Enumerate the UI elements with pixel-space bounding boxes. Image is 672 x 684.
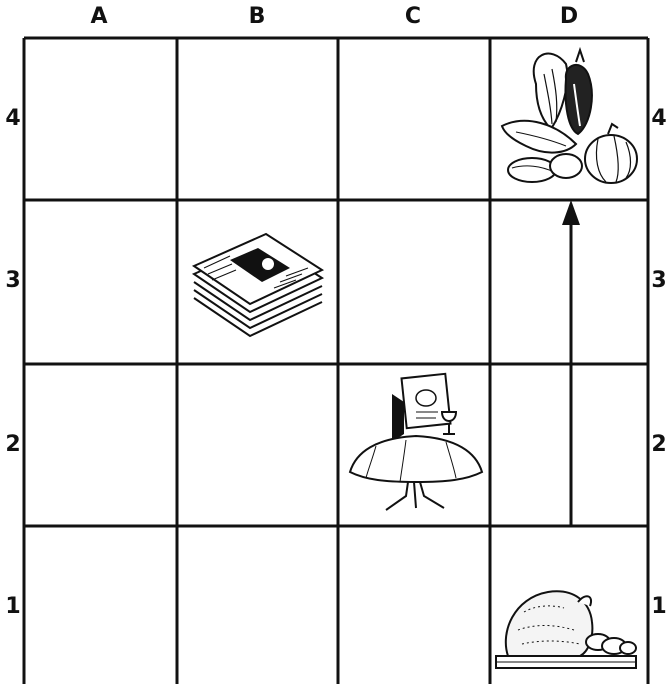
restaurant-table-icon xyxy=(350,374,482,510)
newspaper-stack-icon xyxy=(194,234,322,336)
roast-turkey-icon xyxy=(496,591,636,668)
vegetables-icon xyxy=(502,50,637,183)
